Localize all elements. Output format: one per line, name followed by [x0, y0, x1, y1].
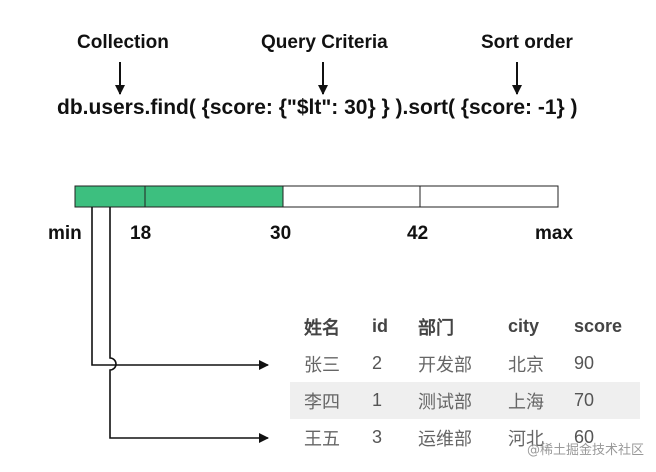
result-table: 姓名 id 部门 city score 张三 2 开发部 北京 90 李四 1 … [290, 308, 640, 456]
cell-score: 60 [574, 427, 595, 447]
cell-score: 90 [574, 353, 595, 373]
connector-to-row-1 [91, 207, 269, 370]
label-query-criteria: Query Criteria [261, 32, 388, 53]
tick-min: min [48, 223, 82, 244]
col-header-department: 部门 [418, 317, 454, 339]
range-segment-30-42 [282, 185, 421, 208]
label-sort-order: Sort order [481, 32, 573, 53]
range-segment-18-30 [144, 185, 284, 208]
table-row: 张三 2 开发部 北京 90 [290, 345, 640, 382]
table-row: 李四 1 测试部 上海 70 [290, 382, 640, 419]
cell-id: 2 [372, 353, 383, 373]
tick-max: max [535, 223, 574, 244]
cell-city: 北京 [508, 354, 544, 376]
cell-department: 测试部 [418, 382, 508, 419]
cell-id: 1 [372, 382, 418, 419]
tick-42: 42 [407, 223, 429, 244]
connector-to-row-3 [109, 207, 269, 443]
cell-name: 李四 [290, 382, 372, 419]
cell-city: 上海 [508, 382, 574, 419]
cell-name: 王五 [304, 428, 340, 450]
col-header-score: score [574, 316, 623, 336]
cell-score: 70 [574, 382, 640, 419]
tick-18: 18 [130, 223, 152, 244]
cell-name: 张三 [304, 354, 340, 376]
col-header-name: 姓名 [304, 317, 340, 339]
cell-city: 河北 [508, 428, 544, 450]
cell-department: 开发部 [418, 354, 472, 376]
table-header-row: 姓名 id 部门 city score [290, 308, 640, 345]
range-segment-42-max [419, 185, 559, 208]
cell-department: 运维部 [418, 428, 472, 450]
col-header-id: id [372, 316, 388, 336]
table-row: 王五 3 运维部 河北 60 [290, 419, 640, 456]
label-collection: Collection [77, 32, 169, 53]
query-code: db.users.find( {score: {"$lt": 30} } ).s… [57, 96, 578, 119]
col-header-city: city [508, 316, 540, 336]
watermark: @稀土掘金技术社区 [526, 443, 644, 458]
tick-30: 30 [270, 223, 292, 244]
cell-id: 3 [372, 427, 383, 447]
range-segment-min-18 [74, 185, 146, 208]
